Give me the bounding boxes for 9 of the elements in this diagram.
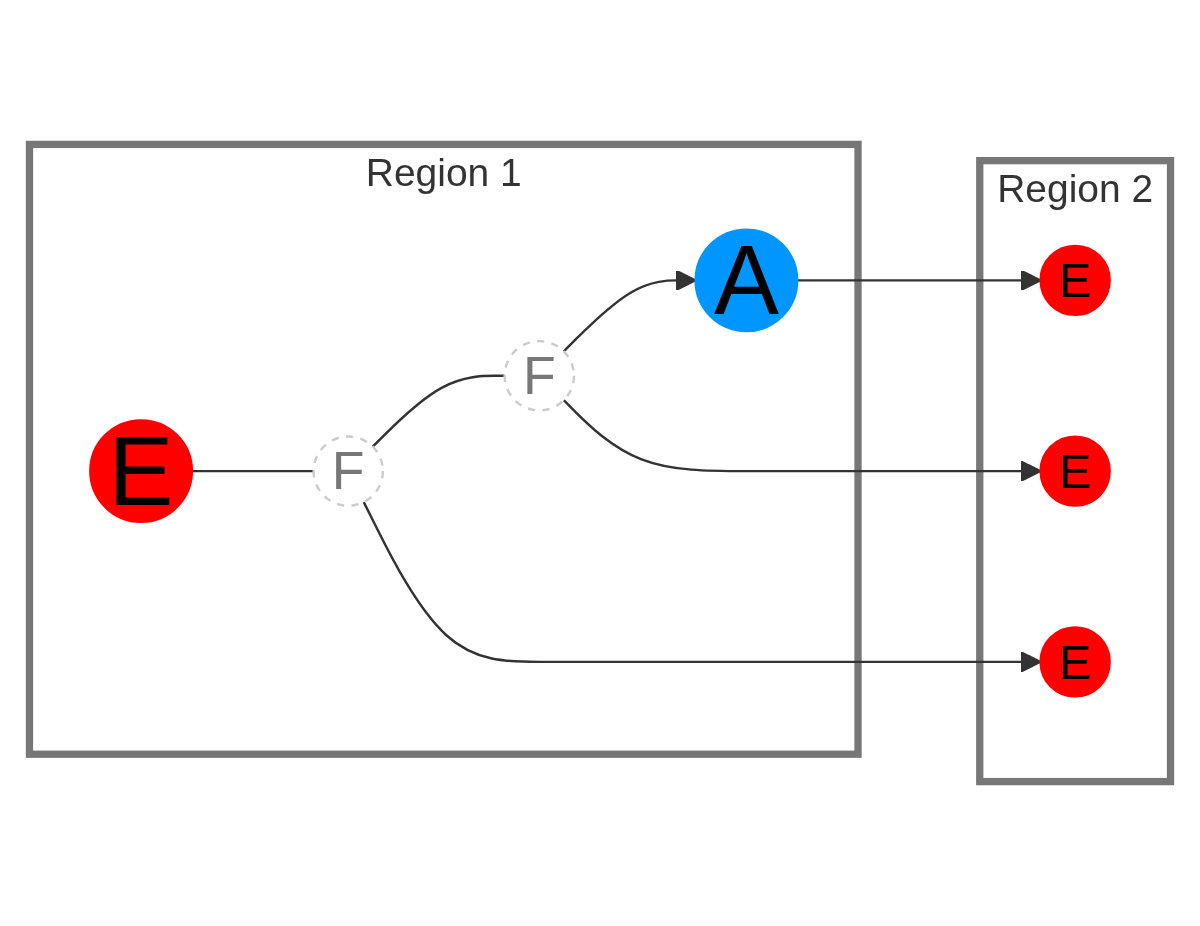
node-circle: F bbox=[503, 339, 576, 412]
node-circle: E bbox=[89, 419, 194, 524]
node-circle: A bbox=[694, 228, 799, 333]
connector bbox=[371, 374, 505, 448]
node-circle: E bbox=[1039, 244, 1111, 317]
connector bbox=[191, 469, 314, 473]
node-circle: E bbox=[1039, 435, 1111, 507]
node-circle: E bbox=[1039, 626, 1111, 698]
node-circle: F bbox=[312, 435, 385, 507]
